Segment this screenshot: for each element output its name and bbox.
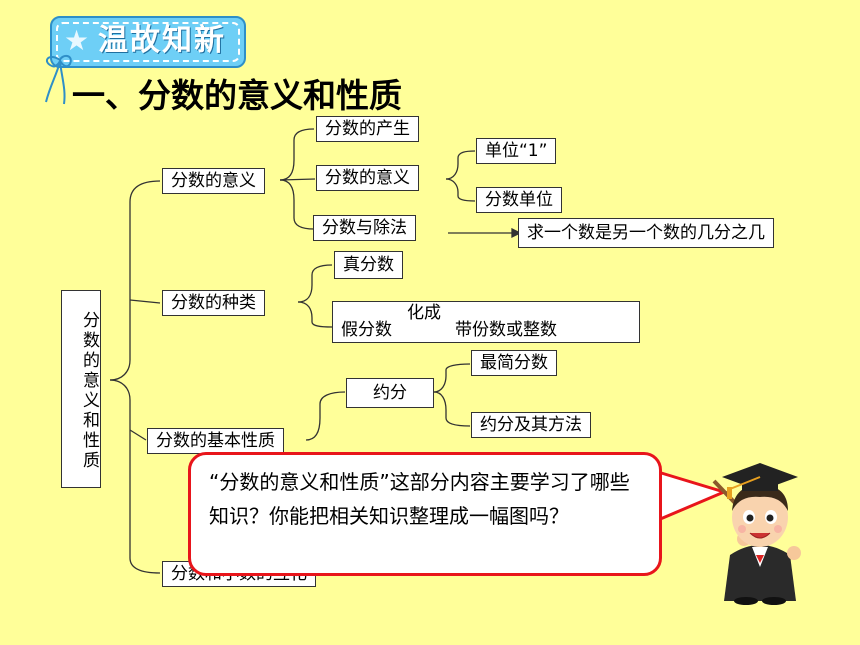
node-basic-property: 分数的基本性质: [147, 428, 284, 454]
node-types: 分数的种类: [162, 290, 265, 316]
review-badge: ★ 温故知新: [50, 16, 246, 68]
node-unit-fraction: 分数单位: [476, 187, 562, 213]
node-proper: 真分数: [334, 251, 403, 279]
teacher-character-icon: [712, 463, 801, 605]
node-simplest: 最简分数: [471, 350, 557, 376]
section-title: 一、分数的意义和性质: [72, 76, 402, 115]
root-node: 分数的意义和性质: [61, 290, 101, 488]
badge-title: 温故知新: [98, 23, 226, 58]
node-division: 分数与除法: [313, 215, 416, 241]
node-reduce: 约分: [346, 378, 434, 408]
node-meaning: 分数的意义: [162, 168, 265, 194]
convert-label: 化成: [407, 303, 441, 323]
node-improper-group: 假分数 化成 带份数或整数: [332, 301, 640, 343]
node-origin: 分数的产生: [316, 116, 419, 142]
node-mixed: 带份数或整数: [455, 320, 557, 340]
node-reduce-method: 约分及其方法: [471, 412, 591, 438]
bubble-text: “分数的意义和性质”这部分内容主要学习了哪些知识？你能把相关知识整理成一幅图吗？: [209, 470, 630, 528]
node-division-result: 求一个数是另一个数的几分之几: [518, 218, 774, 248]
node-improper: 假分数: [341, 320, 392, 340]
star-icon: ★: [64, 24, 90, 57]
ribbon-icon: [45, 54, 72, 105]
node-meaning-sub: 分数的意义: [316, 165, 419, 191]
speech-bubble: “分数的意义和性质”这部分内容主要学习了哪些知识？你能把相关知识整理成一幅图吗？: [188, 452, 662, 576]
node-unit-one: 单位“1”: [476, 138, 557, 164]
badge-dashed-border: [56, 22, 240, 62]
